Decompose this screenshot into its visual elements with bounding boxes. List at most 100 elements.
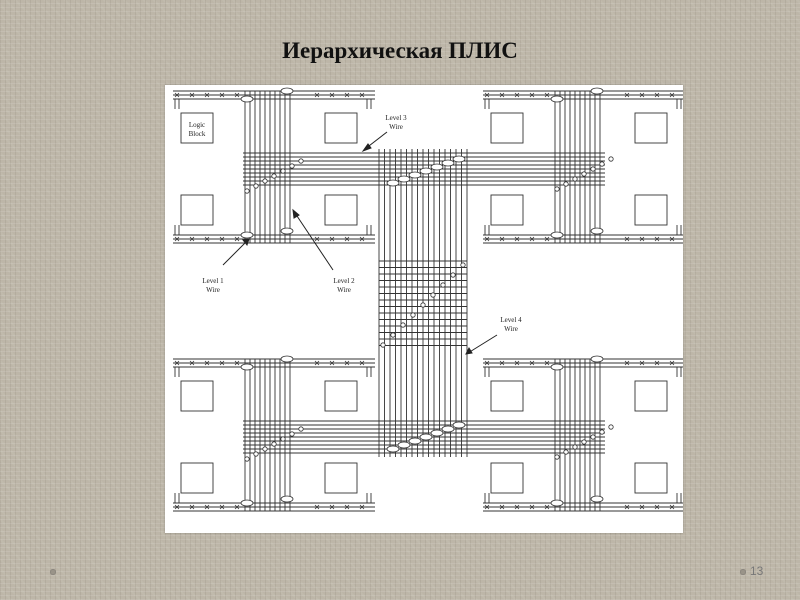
wire-connector bbox=[280, 495, 294, 503]
hierarchical-fpga-diagram: Logic Block Level 3 Wire Level 1 Wire Le… bbox=[165, 85, 683, 533]
switch-point bbox=[581, 439, 587, 445]
switch-point bbox=[420, 302, 426, 308]
connection-cross bbox=[669, 360, 675, 366]
next-slide-dot[interactable] bbox=[740, 569, 746, 575]
cross-stroke bbox=[314, 504, 320, 510]
connection-cross bbox=[529, 360, 535, 366]
logic-block bbox=[324, 380, 358, 412]
cross-stroke bbox=[314, 236, 320, 242]
connection-cross bbox=[189, 236, 195, 242]
wire-connector bbox=[280, 355, 294, 363]
connection-cross bbox=[639, 92, 645, 98]
switch-point bbox=[430, 292, 436, 298]
connection-cross bbox=[204, 360, 210, 366]
connection-cross bbox=[514, 92, 520, 98]
connection-cross bbox=[204, 92, 210, 98]
level1-arrowhead bbox=[242, 238, 250, 247]
connection-cross bbox=[174, 504, 180, 510]
connection-cross bbox=[499, 360, 505, 366]
logic-block bbox=[180, 462, 214, 494]
cross-stroke bbox=[219, 504, 225, 510]
wire-connector bbox=[550, 363, 564, 371]
wire-connector bbox=[550, 95, 564, 103]
logic-block bbox=[324, 112, 358, 144]
cross-stroke bbox=[529, 504, 535, 510]
switch-point bbox=[400, 322, 406, 328]
level1-label-line2: Wire bbox=[206, 286, 220, 294]
connection-cross bbox=[219, 360, 225, 366]
logic-block bbox=[490, 112, 524, 144]
switch-point bbox=[262, 178, 268, 184]
switch-point bbox=[563, 181, 569, 187]
cross-stroke bbox=[329, 360, 335, 366]
cross-stroke bbox=[344, 504, 350, 510]
connection-cross bbox=[344, 360, 350, 366]
logic-block bbox=[634, 112, 668, 144]
level2-label-line2: Wire bbox=[337, 286, 351, 294]
cross-stroke bbox=[204, 504, 210, 510]
switch-point bbox=[298, 426, 304, 432]
connection-cross bbox=[669, 92, 675, 98]
connection-cross bbox=[484, 504, 490, 510]
cross-stroke bbox=[669, 92, 675, 98]
connection-cross bbox=[624, 92, 630, 98]
connection-cross bbox=[359, 504, 365, 510]
wire-connector bbox=[240, 95, 254, 103]
cross-stroke bbox=[359, 92, 365, 98]
cross-stroke bbox=[484, 360, 490, 366]
cross-stroke bbox=[529, 92, 535, 98]
connection-cross bbox=[639, 236, 645, 242]
connection-cross bbox=[204, 504, 210, 510]
cross-stroke bbox=[204, 236, 210, 242]
connection-cross bbox=[654, 360, 660, 366]
switch-point bbox=[390, 332, 396, 338]
switch-point bbox=[289, 431, 295, 437]
cross-stroke bbox=[189, 92, 195, 98]
cross-stroke bbox=[219, 92, 225, 98]
cross-stroke bbox=[174, 92, 180, 98]
level1-arrow bbox=[222, 240, 248, 266]
connection-cross bbox=[359, 236, 365, 242]
cross-stroke bbox=[344, 92, 350, 98]
prev-slide-dot[interactable] bbox=[50, 569, 56, 575]
cross-stroke bbox=[329, 236, 335, 242]
cross-stroke bbox=[544, 92, 550, 98]
connection-cross bbox=[219, 92, 225, 98]
switch-point bbox=[554, 186, 560, 192]
cross-stroke bbox=[499, 360, 505, 366]
cross-stroke bbox=[544, 360, 550, 366]
switch-point bbox=[599, 161, 605, 167]
switch-point bbox=[572, 444, 578, 450]
connection-cross bbox=[329, 360, 335, 366]
logic-block bbox=[324, 462, 358, 494]
connection-cross bbox=[529, 92, 535, 98]
wire-connector bbox=[590, 87, 604, 95]
cross-stroke bbox=[329, 504, 335, 510]
switch-point bbox=[244, 188, 250, 194]
cross-stroke bbox=[234, 360, 240, 366]
wire-connector bbox=[386, 179, 400, 187]
wire-connector bbox=[280, 87, 294, 95]
switch-point bbox=[410, 312, 416, 318]
wire-connector bbox=[240, 499, 254, 507]
cross-stroke bbox=[359, 236, 365, 242]
cross-stroke bbox=[639, 236, 645, 242]
switch-point bbox=[244, 456, 250, 462]
connection-cross bbox=[174, 92, 180, 98]
cross-stroke bbox=[329, 92, 335, 98]
logic-block bbox=[180, 112, 214, 144]
connection-cross bbox=[189, 92, 195, 98]
switch-point bbox=[298, 158, 304, 164]
connection-cross bbox=[639, 360, 645, 366]
cross-stroke bbox=[359, 504, 365, 510]
level2-arrowhead bbox=[292, 208, 300, 219]
cross-stroke bbox=[669, 236, 675, 242]
cross-stroke bbox=[654, 92, 660, 98]
cross-stroke bbox=[669, 504, 675, 510]
connection-cross bbox=[204, 236, 210, 242]
logic-block bbox=[180, 380, 214, 412]
cross-stroke bbox=[484, 504, 490, 510]
cross-stroke bbox=[189, 504, 195, 510]
cross-stroke bbox=[174, 360, 180, 366]
connection-cross bbox=[359, 360, 365, 366]
